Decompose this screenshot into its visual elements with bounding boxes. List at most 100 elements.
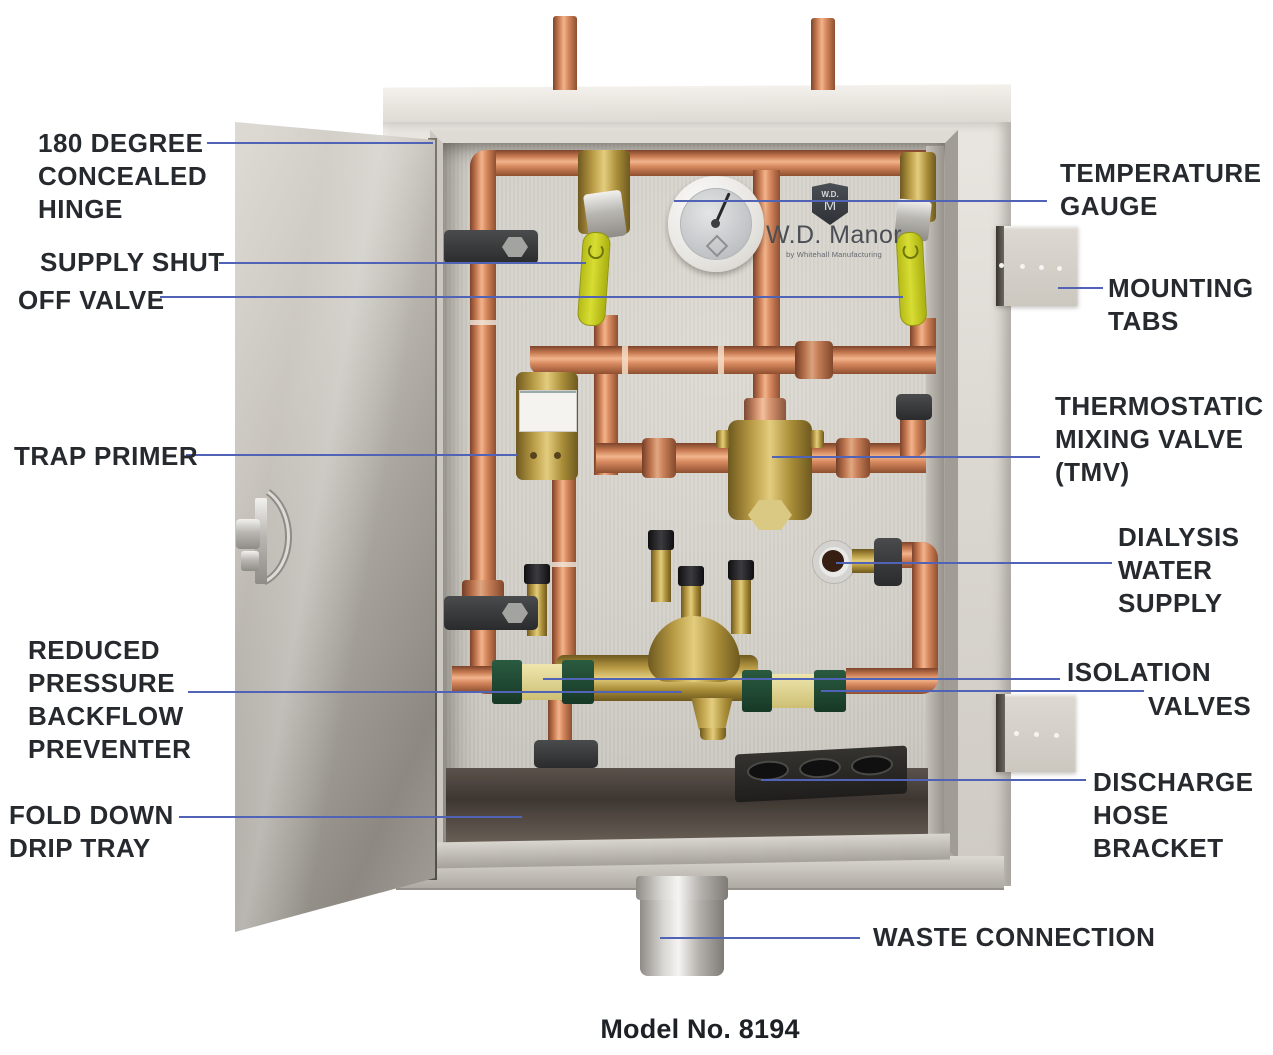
- mid-union-nut: [795, 341, 833, 379]
- door-latch-wire: [262, 489, 292, 586]
- callout-line-isolation-left: [543, 678, 1060, 680]
- discharge-hose-bracket: [735, 745, 907, 803]
- label-hinge: 180 DEGREE CONCEALED HINGE: [38, 127, 207, 226]
- manifold-left-stub: [452, 666, 496, 692]
- callout-line-drip-tray: [179, 816, 522, 818]
- tmv-ear-left: [716, 430, 730, 448]
- isolation-valve-left-center: [522, 664, 562, 700]
- label-isolation-valves: VALVES: [1148, 691, 1252, 721]
- callout-line-supply-shut: [219, 262, 586, 264]
- interior-right-wall: [926, 146, 944, 846]
- mounting-hole: [1054, 733, 1059, 738]
- callout-line-backflow: [188, 691, 682, 693]
- label-temperature-gauge-line2: GAUGE: [1060, 191, 1158, 221]
- left-wall-pipe: [470, 150, 496, 575]
- temperature-gauge-hub: [711, 219, 720, 228]
- label-tmv: THERMOSTATIC MIXING VALVE (TMV): [1055, 390, 1264, 489]
- callout-line-hinge: [207, 142, 433, 144]
- label-waste: WASTE CONNECTION: [873, 922, 1156, 952]
- solder-joint: [718, 346, 724, 374]
- clamp-hex-bolt: [502, 237, 528, 257]
- trap-primer-drain-pipe: [552, 478, 576, 668]
- label-drip-tray: FOLD DOWN DRIP TRAY: [9, 799, 174, 865]
- label-dialysis-line2: WATER: [1118, 555, 1213, 585]
- mini-valve-body: [651, 550, 671, 602]
- mounting-hole: [1034, 732, 1039, 737]
- mini-valve-cap: [648, 530, 674, 550]
- mini-valve-cap: [678, 566, 704, 586]
- callout-line-temperature-gauge: [674, 200, 1047, 202]
- waste-connection-coupling: [636, 876, 728, 900]
- callout-line-mounting-tabs: [1058, 287, 1103, 289]
- mini-valve-cap: [728, 560, 754, 580]
- label-dialysis: DIALYSIS WATER SUPPLY: [1118, 521, 1240, 620]
- bracket-hole: [851, 754, 893, 777]
- label-backflow-line3: BACKFLOW: [28, 701, 184, 731]
- dialysis-riser: [912, 542, 938, 682]
- callout-line-off-valve: [160, 296, 903, 298]
- label-isolation: ISOLATION: [1067, 657, 1212, 687]
- label-supply-shut: SUPPLY SHUT: [40, 247, 225, 277]
- solder-joint: [622, 346, 628, 374]
- backflow-preventer-funnel: [691, 698, 733, 730]
- pipe-clamp-lower: [444, 596, 538, 630]
- label-off-valve: OFF VALVE: [18, 285, 165, 315]
- backflow-preventer-dome: [648, 616, 740, 682]
- brand-shield-monogram-top: W.D.: [821, 190, 839, 199]
- label-mounting-tabs: MOUNTING TABS: [1108, 272, 1254, 338]
- mounting-hole: [1014, 731, 1019, 736]
- label-discharge-line3: BRACKET: [1093, 833, 1224, 863]
- label-tmv-line2: MIXING VALVE: [1055, 424, 1244, 454]
- pipe-clamp-bottom: [534, 740, 598, 768]
- label-mounting-tabs-line1: MOUNTING: [1108, 273, 1254, 303]
- dialysis-port-opening: [822, 550, 844, 572]
- cabinet-top-panel: [383, 84, 1011, 127]
- callout-line-waste: [660, 937, 860, 939]
- label-hinge-line1: 180 DEGREE: [38, 128, 204, 158]
- tmv-inlet-block: [744, 398, 786, 424]
- door-latch-base: [241, 551, 259, 571]
- label-dialysis-line3: SUPPLY: [1118, 588, 1223, 618]
- mounting-hole: [999, 263, 1004, 268]
- clamp-hex-bolt: [502, 603, 528, 623]
- mounting-hole: [1020, 264, 1025, 269]
- label-hinge-line3: HINGE: [38, 194, 123, 224]
- isolation-valve-left-cap: [562, 660, 594, 704]
- solder-joint: [470, 320, 496, 325]
- trap-primer-port: [530, 452, 537, 459]
- mounting-hole: [1039, 265, 1044, 270]
- label-tmv-line1: THERMOSTATIC: [1055, 391, 1264, 421]
- label-discharge-line2: HOSE: [1093, 800, 1169, 830]
- callout-line-discharge: [761, 779, 1086, 781]
- cabinet-door: [235, 122, 435, 932]
- door-latch-knob: [236, 519, 260, 549]
- callout-line-trap-primer: [186, 454, 517, 456]
- mounting-hole: [1057, 266, 1062, 271]
- isolation-valve-left-cap: [492, 660, 522, 704]
- label-mounting-tabs-line2: TABS: [1108, 306, 1179, 336]
- isolation-valve-left: [492, 660, 594, 704]
- brand-tagline: by Whitehall Manufacturing: [786, 250, 882, 259]
- top-manifold-pipe: [470, 150, 926, 176]
- trap-primer-port: [554, 452, 561, 459]
- label-backflow-line4: PREVENTER: [28, 734, 192, 764]
- callout-line-tmv: [772, 456, 1040, 458]
- label-backflow: REDUCED PRESSURE BACKFLOW PREVENTER: [28, 634, 191, 766]
- mounting-tab-bottom: [996, 694, 1076, 772]
- mounting-tab-top: [996, 226, 1078, 306]
- pipe-clamp-upper: [444, 230, 538, 264]
- mid-manifold-pipe: [530, 346, 936, 374]
- trap-primer-label: [519, 390, 577, 432]
- label-drip-tray-line1: FOLD DOWN: [9, 800, 174, 830]
- brand-name: W.D. Manor: [766, 221, 902, 249]
- label-drip-tray-line2: DRIP TRAY: [9, 833, 151, 863]
- mini-valve-cap: [524, 564, 550, 584]
- dialysis-elbow-bottom: [846, 668, 938, 694]
- mounting-tab-bottom-edge: [996, 694, 1005, 772]
- model-number: Model No. 8194: [600, 1014, 800, 1044]
- isolation-valve-right-cap: [742, 670, 772, 712]
- dialysis-nipple: [852, 549, 878, 573]
- label-dialysis-line1: DIALYSIS: [1118, 522, 1240, 552]
- label-hinge-line2: CONCEALED: [38, 161, 208, 191]
